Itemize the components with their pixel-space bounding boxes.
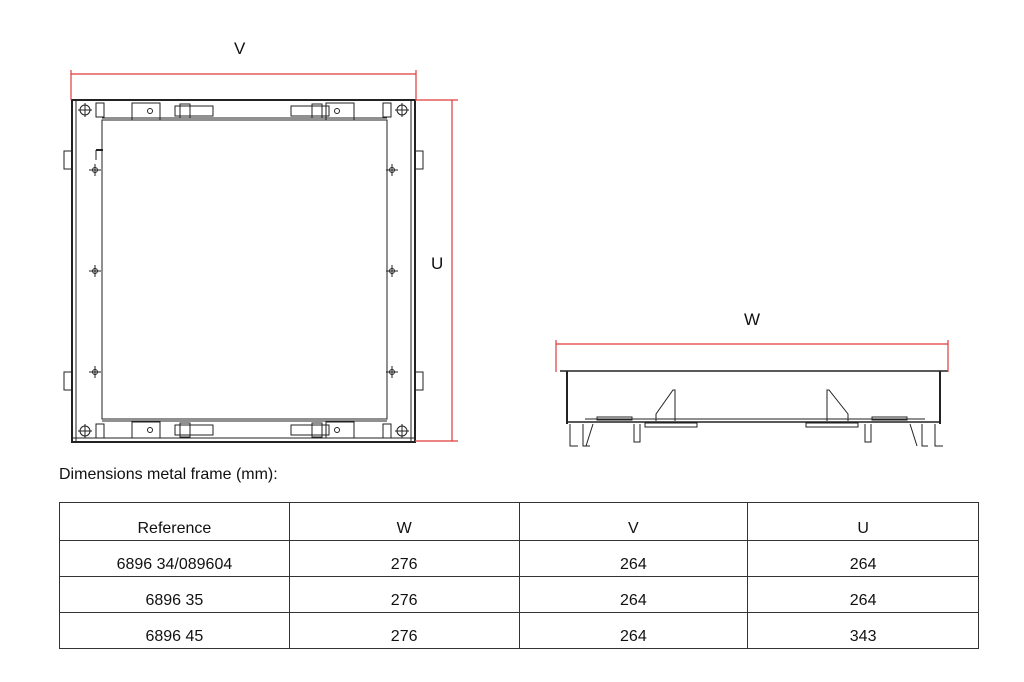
cell-u: 264: [747, 576, 979, 613]
cell-v: 264: [518, 576, 749, 613]
table-header-row: Reference W V U: [59, 502, 979, 541]
cell-w: 276: [288, 612, 520, 649]
cell-u: 264: [747, 540, 979, 577]
cell-v: 264: [518, 540, 749, 577]
cell-w: 276: [288, 576, 520, 613]
table-row: 6896 45 276 264 343: [59, 612, 979, 649]
table-row: 6896 35 276 264 264: [59, 576, 979, 613]
cell-v: 264: [518, 612, 749, 649]
dimensions-table: Reference W V U 6896 34/089604 276 264 2…: [59, 502, 979, 649]
cell-reference: 6896 35: [59, 576, 290, 613]
dimension-label-u: U: [431, 254, 444, 273]
top-view-drawing: [63, 99, 424, 443]
table-caption: Dimensions metal frame (mm):: [59, 466, 278, 483]
cell-reference: 6896 34/089604: [59, 540, 290, 577]
cell-reference: 6896 45: [59, 612, 290, 649]
dimension-label-w: W: [744, 310, 761, 329]
header-reference: Reference: [59, 502, 290, 541]
side-view-dimension-lines: [555, 340, 949, 372]
side-view-drawing: [560, 370, 948, 447]
cell-u: 343: [747, 612, 979, 649]
table-row: 6896 34/089604 276 264 264: [59, 540, 979, 577]
header-w: W: [288, 502, 520, 541]
dimension-label-v: V: [234, 39, 246, 58]
header-v: V: [518, 502, 749, 541]
top-view-dimension-lines: [70, 70, 458, 442]
cell-w: 276: [288, 540, 520, 577]
header-u: U: [747, 502, 979, 541]
